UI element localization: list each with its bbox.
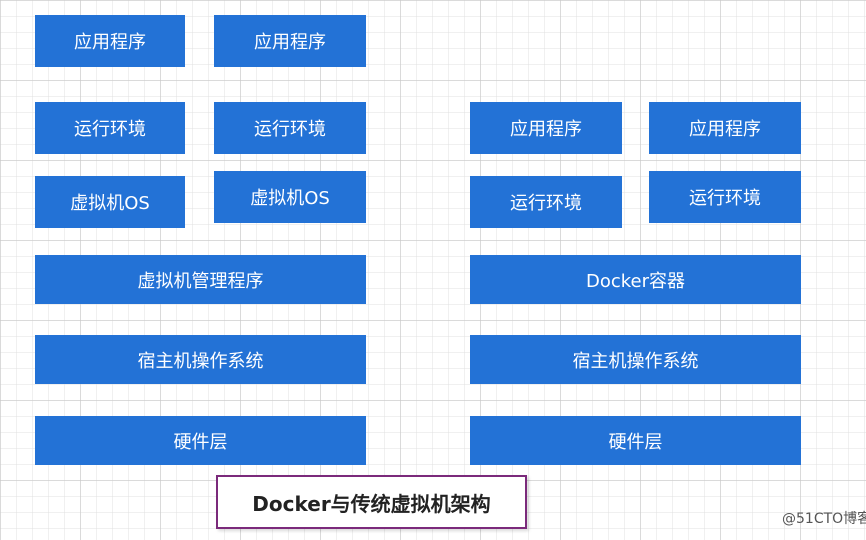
box-label: 应用程序 [689,119,761,140]
box-label: 运行环境 [689,188,761,209]
docker-engine-box: Docker容器 [470,255,801,304]
vm-guest-os-box-1: 虚拟机OS [35,176,185,228]
box-label: 宿主机操作系统 [572,350,699,372]
box-label: 运行环境 [74,119,146,140]
vm-guest-os-box-2: 虚拟机OS [214,171,366,223]
diagram-caption: Docker与传统虚拟机架构 [216,475,527,529]
vm-hypervisor-box: 虚拟机管理程序 [35,255,366,304]
vm-runtime-box-1: 运行环境 [35,102,185,154]
watermark: @51CTO博客 [782,511,866,527]
vm-app-box-2: 应用程序 [214,15,366,67]
docker-app-box-2: 应用程序 [649,102,801,154]
box-label: Docker容器 [585,270,686,292]
docker-hardware-box: 硬件层 [470,416,801,465]
docker-host-os-box: 宿主机操作系统 [470,335,801,384]
box-label: 应用程序 [74,32,146,53]
docker-app-box-1: 应用程序 [470,102,622,154]
vm-app-box-1: 应用程序 [35,15,185,67]
docker-runtime-box-2: 运行环境 [649,171,801,223]
vm-host-os-box: 宿主机操作系统 [35,335,366,384]
box-label: 应用程序 [254,32,326,53]
vm-runtime-box-2: 运行环境 [214,102,366,154]
docker-runtime-box-1: 运行环境 [470,176,622,228]
box-label: 虚拟机OS [250,188,330,209]
box-label: 虚拟机OS [70,193,150,214]
box-label: 虚拟机管理程序 [137,270,264,292]
box-label: 硬件层 [608,431,663,453]
box-label: 运行环境 [510,193,582,214]
box-label: 应用程序 [510,119,582,140]
caption-text: Docker与传统虚拟机架构 [252,491,491,516]
box-label: 运行环境 [254,119,326,140]
vm-hardware-box: 硬件层 [35,416,366,465]
box-label: 硬件层 [173,431,228,453]
box-label: 宿主机操作系统 [137,350,264,372]
